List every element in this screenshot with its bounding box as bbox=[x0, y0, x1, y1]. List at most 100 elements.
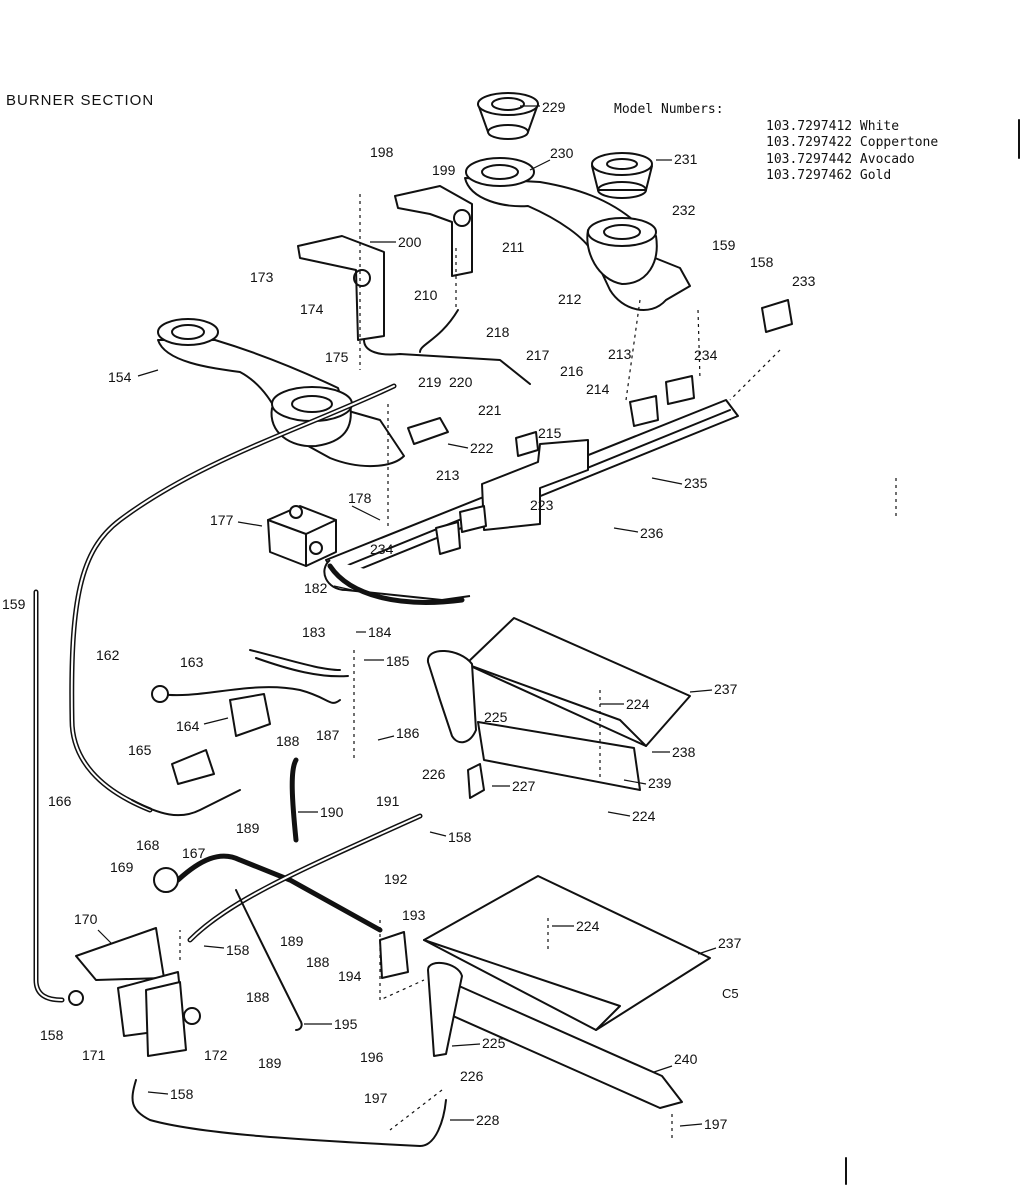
part-label: 210 bbox=[414, 287, 438, 303]
part-label: 234 bbox=[370, 541, 394, 557]
part-label: 188 bbox=[276, 733, 300, 749]
oven-burner-lower bbox=[423, 875, 711, 1109]
safety-valve bbox=[379, 931, 409, 979]
part-label: 175 bbox=[325, 349, 349, 365]
part-label: 232 bbox=[672, 202, 696, 218]
gas-lines bbox=[33, 309, 531, 1147]
part-label: 217 bbox=[526, 347, 550, 363]
part-label: 163 bbox=[180, 654, 204, 670]
right-burner-assembly bbox=[464, 152, 691, 311]
bracket bbox=[481, 439, 589, 531]
part-label: 174 bbox=[300, 301, 324, 317]
part-label: 234 bbox=[694, 347, 718, 363]
part-label: 188 bbox=[246, 989, 270, 1005]
part-label: 227 bbox=[512, 778, 536, 794]
part-label: 189 bbox=[258, 1055, 282, 1071]
part-label: 183 bbox=[302, 624, 326, 640]
part-label: 212 bbox=[558, 291, 582, 307]
part-label: 218 bbox=[486, 324, 510, 340]
part-label: 219 bbox=[418, 374, 442, 390]
part-label: 169 bbox=[110, 859, 134, 875]
part-label: 166 bbox=[48, 793, 72, 809]
part-label: 190 bbox=[320, 804, 344, 820]
part-label: 158 bbox=[226, 942, 250, 958]
part-label: 197 bbox=[704, 1116, 728, 1132]
part-label: 189 bbox=[236, 820, 260, 836]
part-label: 237 bbox=[718, 935, 742, 951]
main-gas-valve bbox=[68, 867, 201, 1057]
part-label: 228 bbox=[476, 1112, 500, 1128]
burner-valves bbox=[407, 299, 793, 555]
part-label: 237 bbox=[714, 681, 738, 697]
part-label: 240 bbox=[674, 1051, 698, 1067]
part-label: 216 bbox=[560, 363, 584, 379]
diagram-code: C5 bbox=[722, 986, 739, 1001]
part-label: 164 bbox=[176, 718, 200, 734]
part-label: 186 bbox=[396, 725, 420, 741]
part-label: 230 bbox=[550, 145, 574, 161]
part-label: 199 bbox=[432, 162, 456, 178]
part-label: 195 bbox=[334, 1016, 358, 1032]
part-label: 173 bbox=[250, 269, 274, 285]
part-label: 213 bbox=[608, 346, 632, 362]
part-label: 177 bbox=[210, 512, 234, 528]
part-label: 159 bbox=[2, 596, 26, 612]
model-number: 103.7297442 Avocado bbox=[766, 151, 915, 167]
part-label: 154 bbox=[108, 369, 132, 385]
part-label: 170 bbox=[74, 911, 98, 927]
part-label: 158 bbox=[750, 254, 774, 270]
part-label: 226 bbox=[460, 1068, 484, 1084]
part-label: 171 bbox=[82, 1047, 106, 1063]
regulator bbox=[267, 505, 337, 567]
section-title: BURNER SECTION bbox=[6, 92, 155, 109]
part-label: 162 bbox=[96, 647, 120, 663]
part-label: 215 bbox=[538, 425, 562, 441]
part-label: 178 bbox=[348, 490, 372, 506]
thermostat-bulb bbox=[151, 685, 169, 703]
part-label: 191 bbox=[376, 793, 400, 809]
part-label: 197 bbox=[364, 1090, 388, 1106]
part-label: 192 bbox=[384, 871, 408, 887]
part-label: 158 bbox=[40, 1027, 64, 1043]
part-label: 224 bbox=[576, 918, 600, 934]
assembly-lines bbox=[179, 194, 781, 1138]
bracket bbox=[229, 693, 271, 737]
part-label: 196 bbox=[360, 1049, 384, 1065]
part-label: 167 bbox=[182, 845, 206, 861]
part-label: 187 bbox=[316, 727, 340, 743]
part-label: 221 bbox=[478, 402, 502, 418]
part-label: 168 bbox=[136, 837, 160, 853]
part-label: 188 bbox=[306, 954, 330, 970]
part-label: 158 bbox=[448, 829, 472, 845]
part-label: 158 bbox=[170, 1086, 194, 1102]
valve-brackets bbox=[297, 185, 473, 341]
part-label: 229 bbox=[542, 99, 566, 115]
part-label: 214 bbox=[586, 381, 610, 397]
part-label: 231 bbox=[674, 151, 698, 167]
part-label: 225 bbox=[484, 709, 508, 725]
thermostat-wire bbox=[249, 649, 349, 678]
part-label: 235 bbox=[684, 475, 708, 491]
part-label: 159 bbox=[712, 237, 736, 253]
model-number: 103.7297412 White bbox=[766, 118, 900, 134]
part-label: 198 bbox=[370, 144, 394, 160]
part-label: 193 bbox=[402, 907, 426, 923]
model-numbers-heading: Model Numbers: bbox=[614, 102, 724, 117]
part-label: 185 bbox=[386, 653, 410, 669]
thermostat-wire bbox=[159, 686, 341, 704]
oven-burner-upper bbox=[427, 617, 691, 799]
burner-cap-top bbox=[477, 92, 539, 140]
part-label: 233 bbox=[792, 273, 816, 289]
part-label: 239 bbox=[648, 775, 672, 791]
model-number: 103.7297422 Coppertone bbox=[766, 135, 939, 150]
part-labels: 229 198 199 230 231 200 232 211 159 158 … bbox=[2, 99, 816, 1132]
part-label: 224 bbox=[632, 808, 656, 824]
part-label: 238 bbox=[672, 744, 696, 760]
part-label: 200 bbox=[398, 234, 422, 250]
model-number: 103.7297462 Gold bbox=[766, 168, 892, 183]
model-numbers: Model Numbers: 103.7297412 White 103.729… bbox=[614, 102, 938, 185]
part-label: 220 bbox=[449, 374, 473, 390]
part-label: 236 bbox=[640, 525, 664, 541]
left-burner-assembly bbox=[157, 318, 405, 467]
